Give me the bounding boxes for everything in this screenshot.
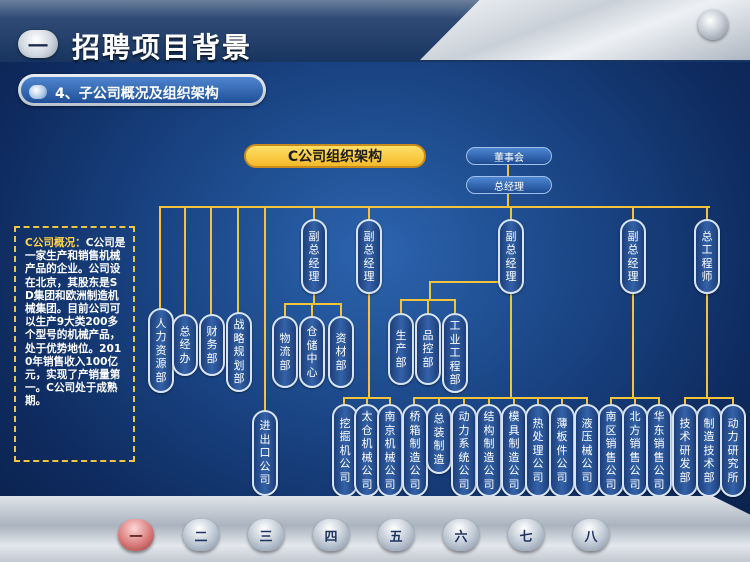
nav-button-1[interactable]: 一 [118,519,154,551]
corner-knob-icon [698,10,728,40]
dept-warehouse: 仓储中心 [299,316,325,388]
chief-engineer-node: 总工程师 [694,219,720,294]
vp-node-3: 副总经理 [498,219,524,294]
dept-strategy: 战略规划部 [226,312,252,392]
vp-node-4: 副总经理 [620,219,646,294]
section-number-badge: 一 [18,30,58,58]
subtitle-pill: 4、子公司概况及组织架构 [18,74,266,106]
nav-button-7[interactable]: 七 [508,519,544,551]
sales-north: 北方销售公司 [622,404,648,497]
nav-button-label: 四 [324,529,338,545]
company-overview-lead: C公司概况： [25,237,86,249]
dept-quality: 品控部 [415,313,441,385]
nav-button-4[interactable]: 四 [313,519,349,551]
general-manager-node: 总经理 [466,176,552,194]
header-metal-panel [420,0,750,60]
sub-nanjing: 南京机械公司 [377,404,403,497]
org-chart-title: C公司组织架构 [244,144,426,168]
nav-button-5[interactable]: 五 [378,519,414,551]
factory-mold: 模具制造公司 [501,404,527,497]
factory-power: 动力系统公司 [451,404,477,497]
nav-button-label: 五 [389,529,403,545]
dept-hr: 人力资源部 [148,308,174,393]
nav-button-6[interactable]: 六 [443,519,479,551]
subtitle-pill-inner: 4、子公司概况及组织架构 [21,77,263,103]
subtitle-text: 4、子公司概况及组织架构 [55,86,219,102]
company-overview-box: C公司概况：C公司是一家生产和销售机械产品的企业。公司设在北京，其股东是SD集团… [14,226,135,462]
nav-button-label: 六 [454,529,468,545]
dept-import-export: 进出口公司 [252,410,278,496]
nav-button-3[interactable]: 三 [248,519,284,551]
page-title: 招聘项目背景 [72,31,253,64]
factory-heat-treatment: 热处理公司 [525,404,551,497]
bullet-dot-icon [29,85,47,99]
dept-finance: 财务部 [199,314,225,376]
sales-south: 南区销售公司 [598,404,624,497]
nav-button-label: 八 [584,529,598,545]
factory-assembly: 总装制造 [426,404,452,474]
sub-excavator: 挖掘机公司 [332,404,358,497]
dept-general-office: 总经办 [172,314,198,376]
dept-production: 生产部 [388,313,414,385]
dept-industrial-engineering: 工业工程部 [442,313,468,393]
board-node: 董事会 [466,147,552,165]
nav-button-8[interactable]: 八 [573,519,609,551]
nav-button-label: 二 [194,529,208,545]
nav-button-label: 三 [259,529,273,545]
factory-axle: 桥箱制造公司 [402,404,428,497]
vp-node-1: 副总经理 [301,219,327,294]
factory-structure: 结构制造公司 [476,404,502,497]
vp-node-2: 副总经理 [356,219,382,294]
dept-logistics: 物流部 [272,316,298,388]
dept-manufacturing-tech: 制造技术部 [696,404,722,497]
dept-materials: 资材部 [328,316,354,388]
dept-tech-rd: 技术研发部 [672,404,698,497]
sales-east: 华东销售公司 [646,404,672,497]
factory-sheet-metal: 薄板件公司 [549,404,575,497]
company-overview-text: C公司是一家生产和销售机械产品的企业。公司设在北京，其股东是SD集团和欧洲制造机… [25,237,126,408]
dept-power-research: 动力研究所 [720,404,746,497]
nav-button-label: 七 [519,529,533,545]
factory-hydraulic: 液压械公司 [574,404,600,497]
nav-button-2[interactable]: 二 [183,519,219,551]
nav-button-label: 一 [129,529,143,545]
bottom-nav-bar [0,496,750,562]
